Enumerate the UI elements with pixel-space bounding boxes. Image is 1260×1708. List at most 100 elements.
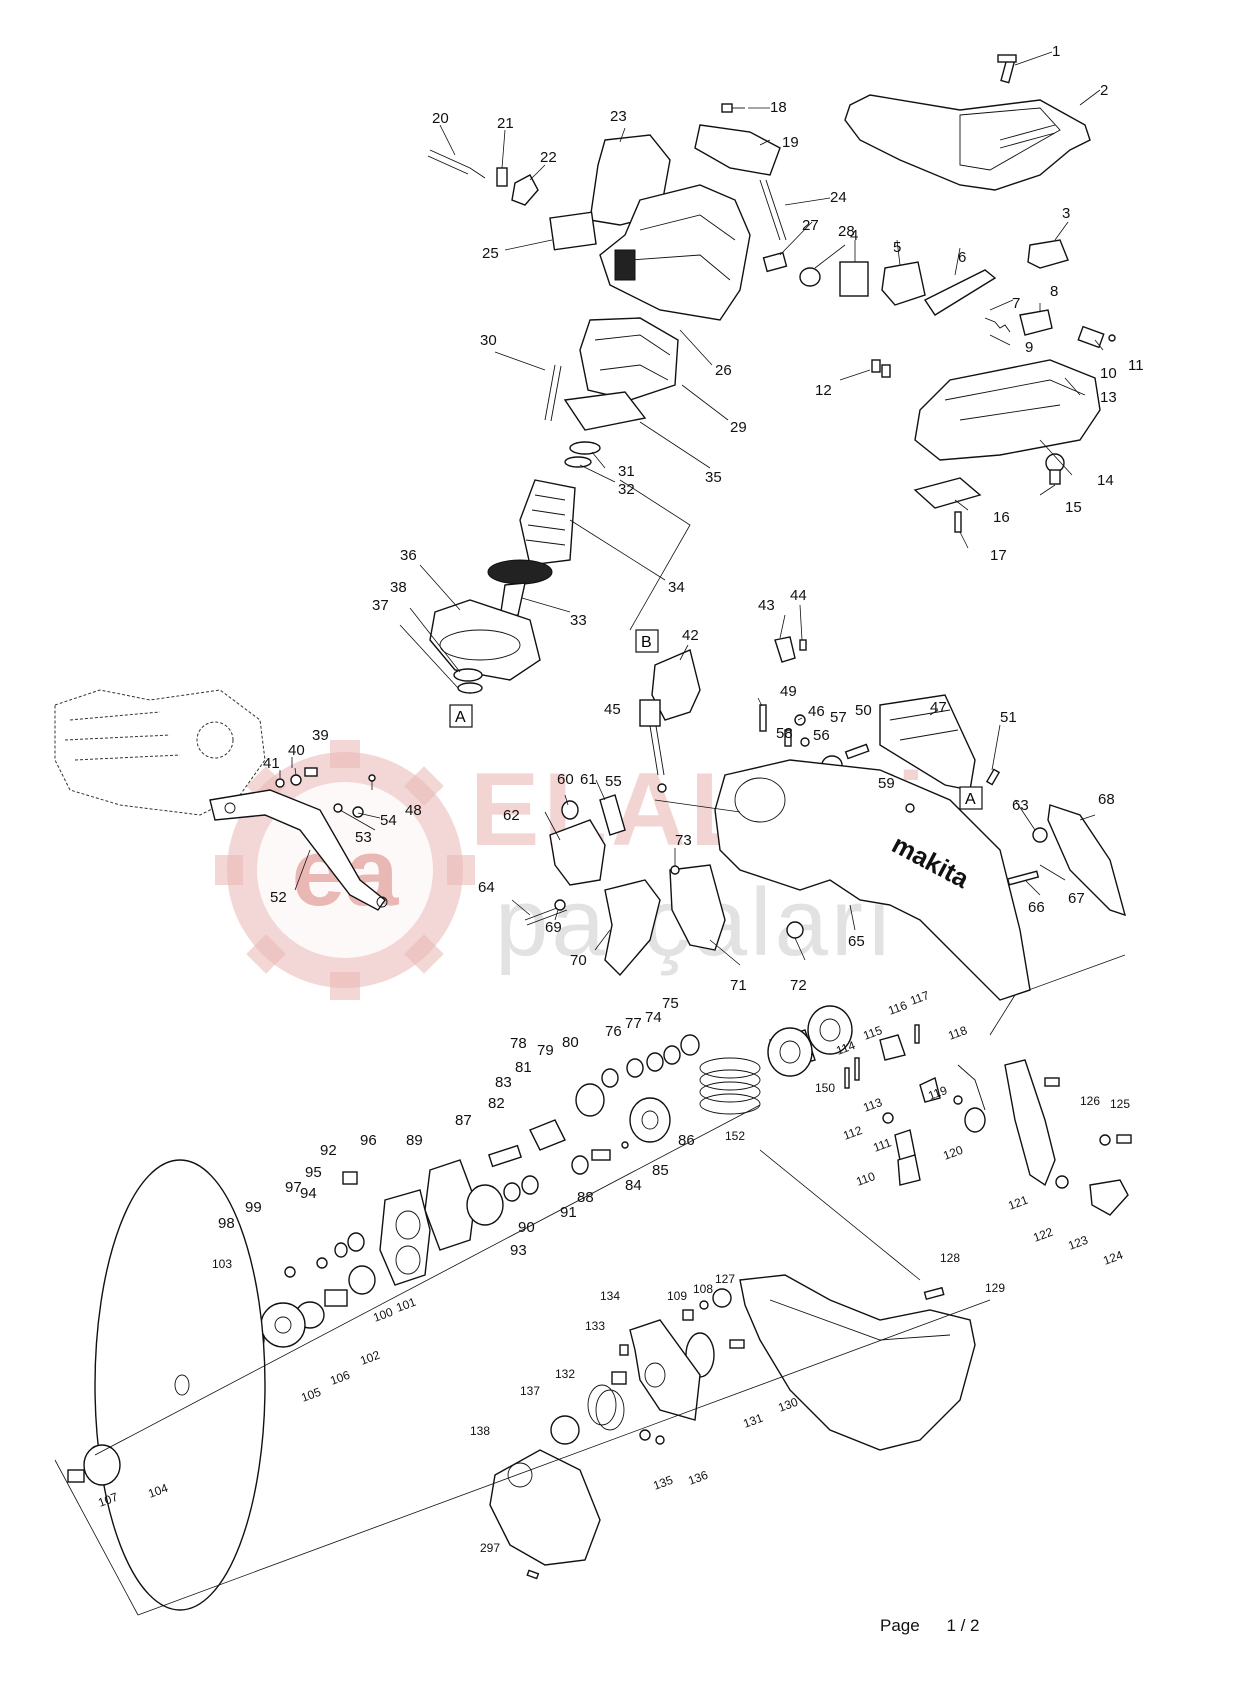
ghost-saw-outline — [54, 689, 266, 816]
part-number: 150 — [815, 1081, 835, 1095]
part-number: 4 — [850, 227, 858, 244]
watermark: ea ELALETi parçaları — [215, 740, 925, 1000]
part-number: 100 — [371, 1305, 395, 1325]
part-number: 117 — [908, 988, 931, 1008]
part-number: 22 — [540, 149, 557, 166]
part-number: 94 — [300, 1185, 317, 1202]
part-number: 14 — [1097, 472, 1114, 489]
part-number: 40 — [288, 742, 305, 759]
part-number: 57 — [830, 709, 847, 726]
watermark-gear-logo: ea — [215, 740, 475, 1000]
part-138-lower-guard — [489, 1449, 601, 1566]
part-number: 114 — [834, 1038, 857, 1058]
leader-lines — [279, 51, 1104, 966]
part-number: 20 — [432, 110, 449, 127]
part-number: 99 — [245, 1199, 262, 1216]
part-35-plate — [563, 391, 647, 431]
part-number: 72 — [790, 977, 807, 994]
part-number: 66 — [1028, 899, 1045, 916]
part-number: 136 — [686, 1468, 710, 1488]
part-number: 122 — [1031, 1225, 1055, 1245]
part-number: 107 — [96, 1490, 120, 1510]
part-number: 152 — [725, 1129, 745, 1143]
part-number: 115 — [861, 1023, 884, 1043]
part-19-bracket — [694, 124, 781, 176]
part-number: 55 — [605, 773, 622, 790]
part-number: 116 — [886, 998, 909, 1018]
part-14-handle-base — [914, 359, 1101, 461]
part-number: 13 — [1100, 389, 1117, 406]
part-number: 31 — [618, 463, 635, 480]
page-footer: Page 1 / 2 — [880, 1616, 1002, 1636]
part-number: 121 — [1006, 1193, 1030, 1213]
part-number: 63 — [1012, 797, 1029, 814]
part-number: 83 — [495, 1074, 512, 1091]
part-number: 47 — [930, 699, 947, 716]
part-34-armature — [519, 479, 576, 566]
part-number: 123 — [1066, 1233, 1090, 1253]
part-number: 56 — [813, 727, 830, 744]
part-number: 24 — [830, 189, 847, 206]
part-number: 35 — [705, 469, 722, 486]
part-number: 65 — [848, 933, 865, 950]
part-number: 45 — [604, 701, 621, 718]
part-number: 109 — [667, 1289, 687, 1303]
part-number: 102 — [358, 1348, 382, 1368]
part-65-gear-housing — [714, 759, 1031, 1001]
part-number: 60 — [557, 771, 574, 788]
part-number: 52 — [270, 889, 287, 906]
part-number: 77 — [625, 1015, 642, 1032]
part-number: 80 — [562, 1034, 579, 1051]
part-number: 111 — [871, 1135, 893, 1155]
part-number-labels: 1 2 3 4 5 6 7 8 9 10 11 12 13 14 15 16 1… — [96, 43, 1143, 1555]
part-number: 118 — [946, 1023, 969, 1043]
part-number: 2 — [1100, 82, 1108, 99]
part-42-bracket — [651, 649, 701, 721]
part-number: 91 — [560, 1204, 577, 1221]
part-number: 73 — [675, 832, 692, 849]
part-number: 133 — [585, 1319, 605, 1333]
part-129-blade-guard — [739, 1274, 976, 1451]
part-number: 12 — [815, 382, 832, 399]
part-number: 6 — [958, 249, 966, 266]
part-number: 126 — [1080, 1094, 1100, 1108]
part-number: 78 — [510, 1035, 527, 1052]
part-number: 3 — [1062, 205, 1070, 222]
part-96-cover — [379, 1189, 431, 1286]
part-number: 36 — [400, 547, 417, 564]
part-number: 84 — [625, 1177, 642, 1194]
part-number: 131 — [741, 1411, 765, 1431]
part-number: 37 — [372, 597, 389, 614]
part-number: 30 — [480, 332, 497, 349]
part-number: 124 — [1101, 1248, 1125, 1268]
part-number: 85 — [652, 1162, 669, 1179]
part-number: 120 — [941, 1143, 965, 1163]
part-number: 43 — [758, 597, 775, 614]
part-number: 134 — [600, 1289, 620, 1303]
part-number: 125 — [1110, 1097, 1130, 1111]
part-number: 130 — [776, 1395, 800, 1415]
part-number: 138 — [470, 1424, 490, 1438]
part-number: 38 — [390, 579, 407, 596]
part-number: 34 — [668, 579, 685, 596]
part-number: 19 — [782, 134, 799, 151]
part-122-link — [1004, 1059, 1056, 1187]
part-number: 88 — [577, 1189, 594, 1206]
part-number: 49 — [780, 683, 797, 700]
part-number: 59 — [878, 775, 895, 792]
part-number: 11 — [1128, 357, 1144, 374]
part-number: 112 — [841, 1123, 864, 1143]
part-number: 95 — [305, 1164, 322, 1181]
part-number: 105 — [299, 1385, 323, 1405]
part-number: 68 — [1098, 791, 1115, 808]
part-3-switch — [1027, 239, 1069, 269]
part-number: 101 — [394, 1295, 418, 1315]
part-104-saw-blade — [94, 1159, 266, 1611]
part-16-cover — [913, 477, 982, 509]
part-number: 89 — [406, 1132, 423, 1149]
part-number: 44 — [790, 587, 807, 604]
part-4-switch — [839, 261, 869, 297]
part-132-spring — [587, 1384, 625, 1431]
part-number: 50 — [855, 702, 872, 719]
